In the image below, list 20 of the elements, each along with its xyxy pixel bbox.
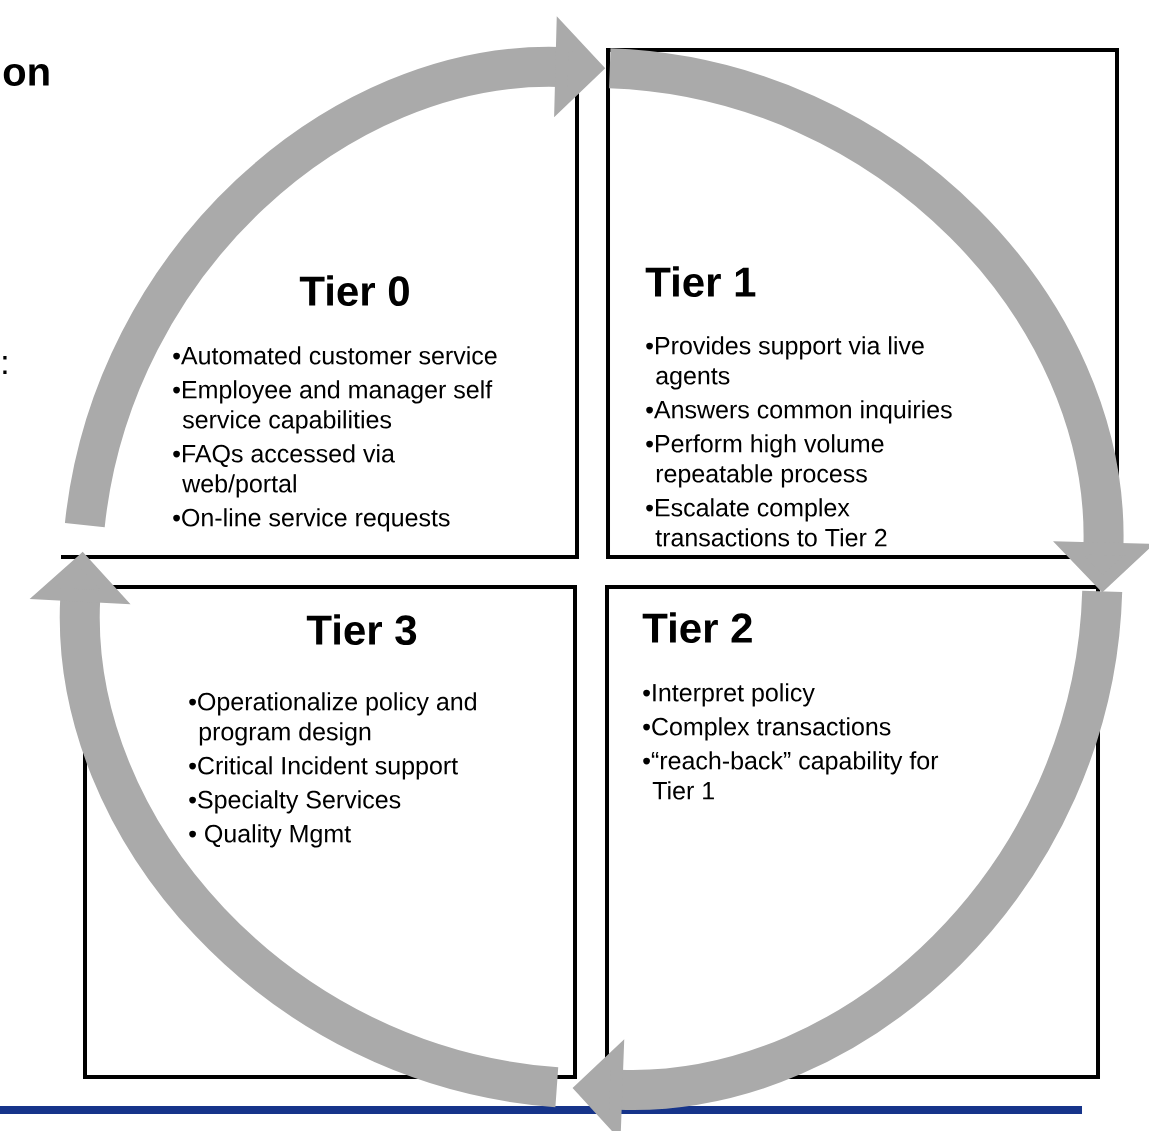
heading-fragment: on: [3, 64, 49, 86]
bullet-item: •Perform high volume repeatable process: [646, 434, 884, 488]
bullet-item: •FAQs accessed via web/portal: [173, 444, 395, 498]
bullet-item: •Escalate complex transactions to Tier 2: [646, 498, 887, 547]
bullet-item: •Answers common inquiries: [646, 400, 952, 424]
bullet-item: •Provides support via live agents: [646, 336, 924, 390]
heading-fragment: :: [3, 356, 7, 374]
tier-box: Tier 0 •Automated customer service •Employee and manager self service capabilities •FAQs accessed via web/portal •On-line service requests: [61, 65, 579, 559]
tier-box: Tier 2 •Interpret policy •Complex transactions •“reach-back” capability for Tier 1: [605, 585, 1100, 1079]
bullet-item: •Specialty Services: [189, 790, 401, 814]
bullet-item: •Interpret policy: [643, 683, 815, 707]
bullet-item: •On-line service requests: [173, 508, 450, 532]
bullet-item: •Automated customer service: [173, 346, 497, 365]
bullet-item: •Operationalize policy and program design: [189, 692, 476, 746]
bullet-item: •“reach-back” capability for Tier 1: [643, 751, 939, 800]
bullet-item: •Critical Incident support: [189, 756, 458, 780]
bullet-item: •Complex transactions: [643, 717, 891, 741]
bullet-item: •Employee and manager self service capabilities: [173, 380, 493, 434]
tier-box: Tier 1 •Provides support via live agents •Answers common inquiries •Perform high volume repeatable process •Escalate complex transactions to Tier 2: [606, 48, 1119, 559]
bullet-item: • Quality Mgmt: [189, 824, 351, 848]
